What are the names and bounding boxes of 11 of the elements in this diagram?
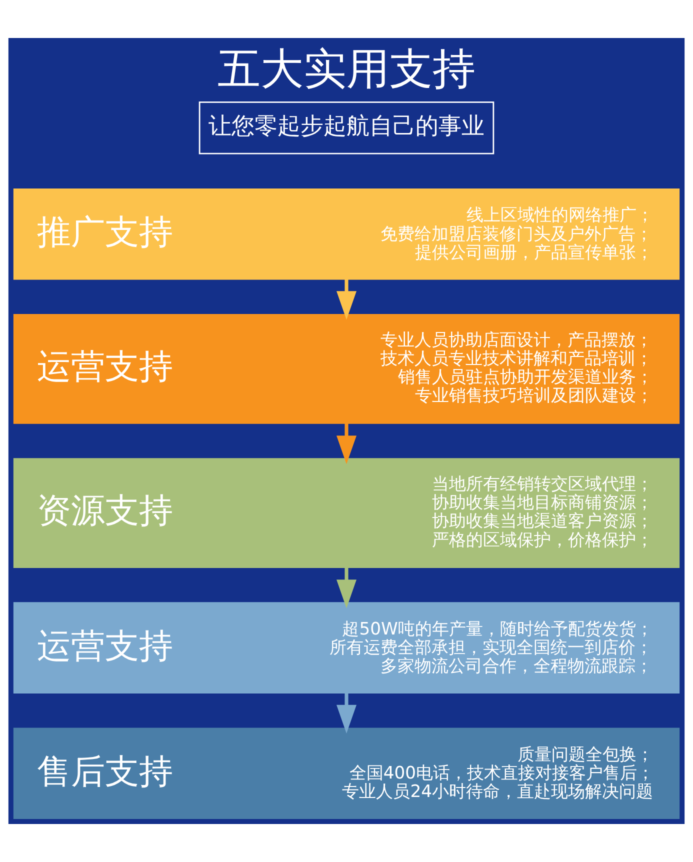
node-box: 资源支持 当地所有经销转交区域代理； 协助收集当地目标商铺资源； 协助收集当地渠道客户资源； 严格的区域保护，价格保护； [13,458,680,568]
arrow [336,423,356,464]
node-box: 售后支持 质量问题全包换； 全国400电话，技术直接对接客户售后； 专业人员24小时待命，直赴现场解决问题 [13,728,680,819]
arrow [336,567,356,608]
diagram-title: 五大实用支持 [218,44,476,95]
arrow [336,279,356,320]
node-box: 推广支持 线上区域性的网络推广； 免费给加盟店装修门头及户外广告； 提供公司画册，产品宣传单张； [13,188,680,280]
arrow [336,692,356,734]
node-box: 运营支持 超50W吨的年产量，随时给予配货发货； 所有运费全部承担，实现全国统一到店价； 多家物流公司合作，全程物流跟踪； [13,602,680,694]
node-box: 运营支持 专业人员协助店面设计，产品摆放； 技术人员专业技术讲解和产品培训； 销售人员驻点协助开发渠道业务； 专业销售技巧培训及团队建设； [13,314,680,424]
label: 让您零起步起航自己的事业 [208,113,484,140]
